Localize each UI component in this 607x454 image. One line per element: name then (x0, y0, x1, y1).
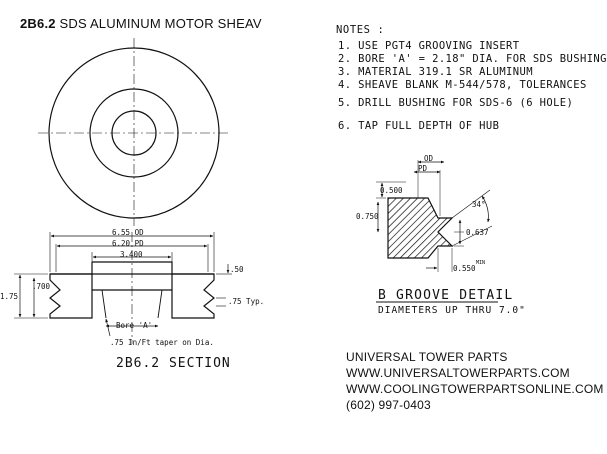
note-6: 6. TAP FULL DEPTH OF HUB (338, 120, 500, 132)
groove-profile (387, 197, 454, 259)
groove-dim-0750: 0.750 (356, 212, 379, 221)
groove-min-label: MIN (476, 260, 486, 266)
company-phone: (602) 997-0403 (346, 398, 431, 412)
sheave-front-view (38, 38, 230, 226)
note-5: 5. DRILL BUSHING FOR SDS-6 (6 HOLE) (338, 97, 574, 109)
hub-dimension-label: 3.400 (120, 250, 143, 259)
groove-typ-label: .75 Typ. (228, 297, 265, 306)
rim-dimension-label: .50 (230, 265, 244, 274)
groove-dim-0500: 0.500 (380, 186, 403, 195)
drawing-title: 2B6.2 SDS ALUMINUM MOTOR SHEAV (20, 16, 262, 31)
note-2: 2. BORE 'A' = 2.18" DIA. FOR SDS BUSHING (338, 53, 607, 65)
bore-label: Bore 'A' (116, 321, 153, 330)
section-caption: 2B6.2 SECTION (116, 356, 231, 371)
company-url-2[interactable]: WWW.COOLINGTOWERPARTSONLINE.COM (346, 382, 604, 396)
note-4: 4. SHEAVE BLANK M-544/578, TOLERANCES (338, 79, 587, 91)
groove-detail-subtitle: DIAMETERS UP THRU 7.0" (378, 305, 526, 316)
groove-od-label: OD (424, 154, 434, 163)
sheave-section-view (14, 232, 232, 344)
groove-pd-label: PD (418, 164, 428, 173)
part-description: SDS ALUMINUM MOTOR SHEAV (55, 16, 262, 31)
taper-note: .75 In/Ft taper on Dia. (110, 338, 214, 347)
note-3: 3. MATERIAL 319.1 SR ALUMINUM (338, 66, 533, 78)
company-name: UNIVERSAL TOWER PARTS (346, 350, 508, 364)
part-number: 2B6.2 (20, 16, 56, 31)
groove-angle-label: 34° (472, 200, 486, 209)
groove-detail-drawing (376, 160, 498, 303)
od-dimension-label: 6.55 OD (112, 228, 144, 237)
height-dimension-label: 1.75 (0, 292, 19, 301)
hub-height-label: .700 (32, 282, 51, 291)
pd-dimension-label: 6.20 PD (112, 239, 144, 248)
groove-dim-0550: 0.550 (453, 264, 476, 273)
note-1: 1. USE PGT4 GROOVING INSERT (338, 40, 520, 52)
groove-detail-title: B GROOVE DETAIL (378, 288, 514, 303)
notes-heading: NOTES : (336, 24, 385, 36)
groove-dim-0637: 0.637 (466, 228, 489, 237)
company-url-1[interactable]: WWW.UNIVERSALTOWERPARTS.COM (346, 366, 570, 380)
